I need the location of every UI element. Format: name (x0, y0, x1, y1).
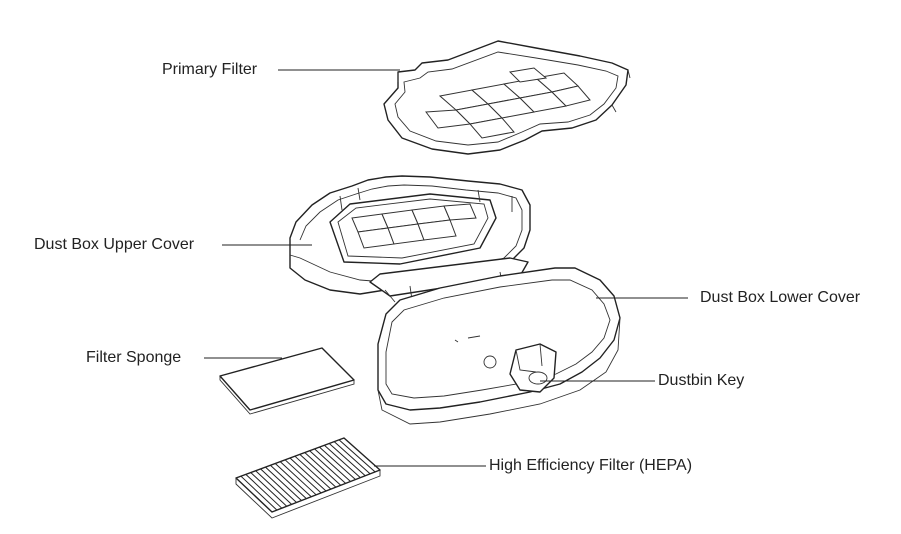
hepa-pleat (294, 455, 332, 490)
hepa-pleat (270, 464, 307, 500)
hepa-pleat (338, 439, 376, 473)
hepa-pleat (324, 444, 361, 479)
filter-sponge-label: Filter Sponge (86, 349, 182, 366)
hepa-pleat (319, 446, 356, 480)
hepa-pleat (245, 473, 283, 509)
hepa-filter-label: High Efficiency Filter (HEPA) (489, 457, 693, 474)
hepa-pleat (309, 450, 346, 484)
hepa-pleat (304, 452, 342, 486)
hepa-pleat (284, 459, 322, 494)
hepa-pleat (333, 441, 371, 475)
lower-cover-label: Dust Box Lower Cover (700, 289, 861, 306)
dustbin-key-label: Dustbin Key (658, 372, 745, 389)
hepa-pleat (314, 448, 351, 482)
dust-box-lower-cover (377, 267, 621, 425)
hepa-pleat (265, 466, 302, 501)
hepa-pleat (274, 463, 312, 498)
hepa-pleat (255, 470, 292, 505)
hepa-filter (235, 437, 381, 519)
hepa-pleat (260, 468, 297, 503)
hepa-pleat (250, 472, 288, 507)
hepa-pleat (299, 453, 337, 488)
primary-filter (383, 40, 631, 155)
upper-cover-label: Dust Box Upper Cover (34, 236, 195, 253)
hepa-pleat (240, 475, 278, 511)
hepa-pleat (279, 461, 317, 496)
primary-filter-label: Primary Filter (162, 61, 258, 78)
hepa-pleat (289, 457, 327, 492)
dust-box-upper-cover (289, 175, 531, 303)
filter-sponge (219, 347, 355, 415)
hepa-pleat (328, 443, 366, 477)
